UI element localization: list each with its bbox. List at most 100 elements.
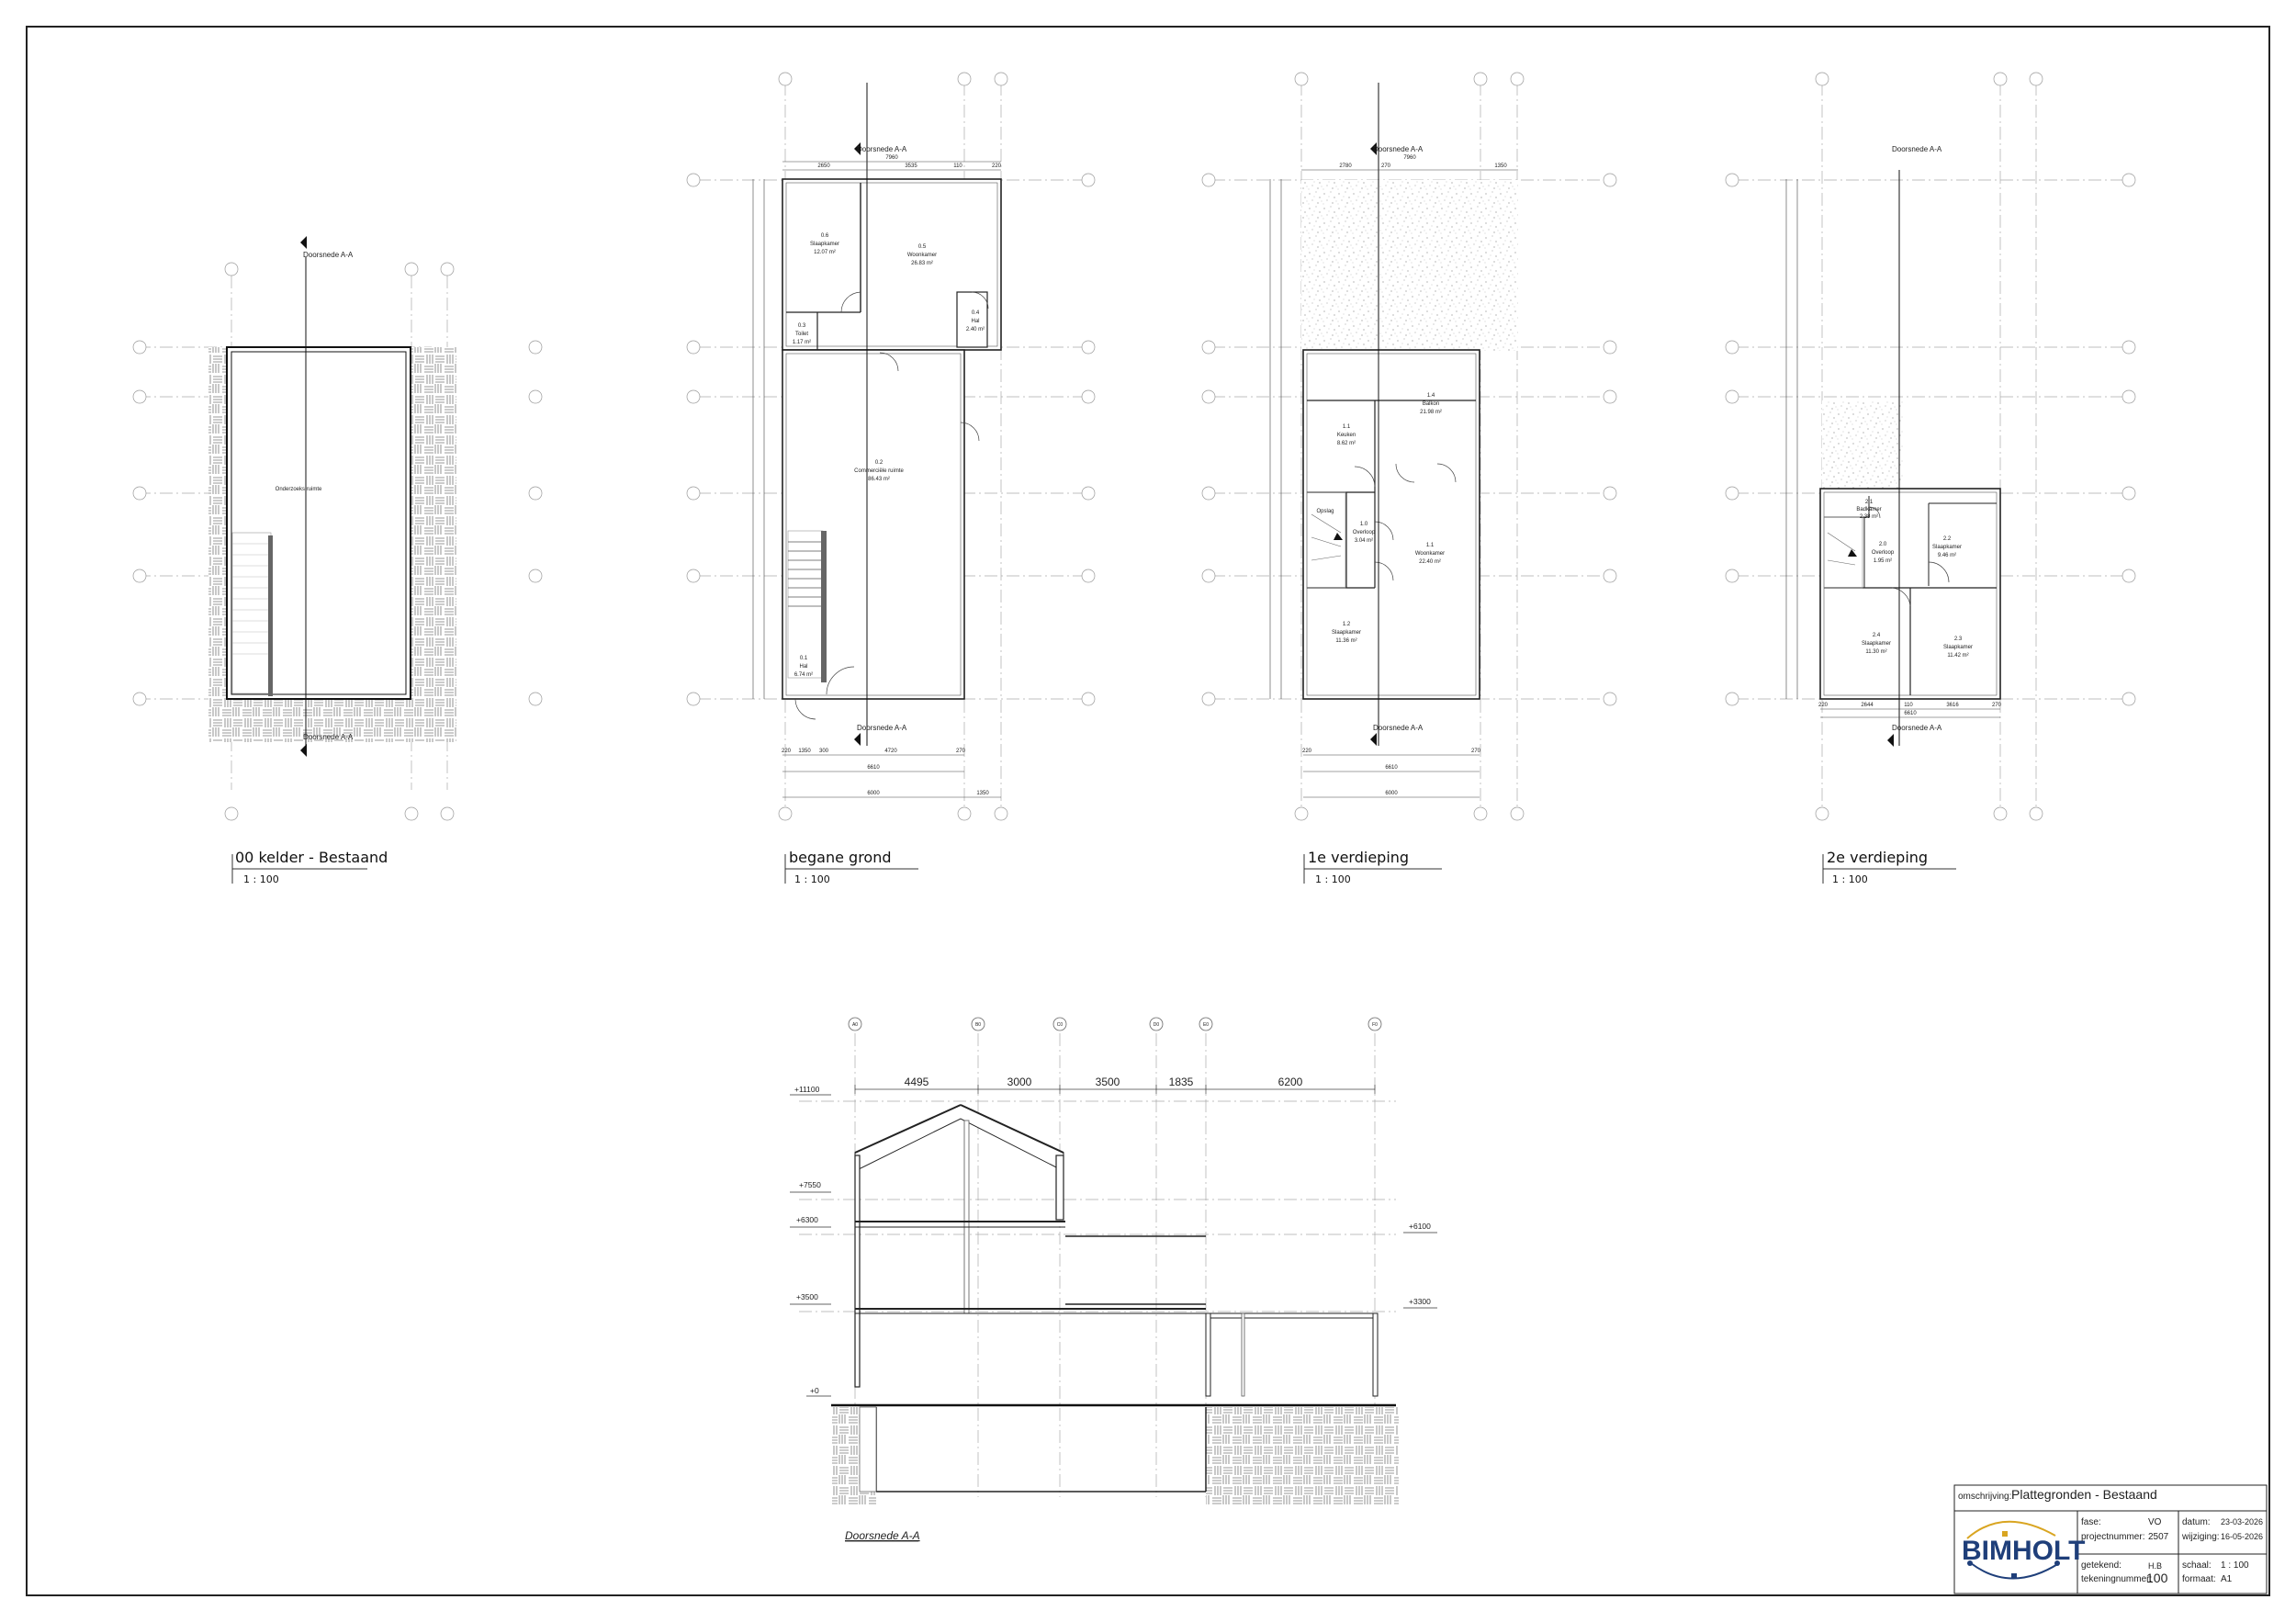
tb-projectnummer: 2507 — [2148, 1532, 2169, 1542]
grid-label: A0 — [852, 1022, 858, 1028]
section-marker-label: Doorsnede A-A — [1892, 724, 1942, 732]
plan-scale-2e-verdieping: 1 : 100 — [1832, 873, 1868, 885]
section-marker-label: Doorsnede A-A — [1373, 724, 1424, 732]
room-id: 2.4 — [1873, 633, 1881, 638]
dim-label: 270 — [956, 749, 966, 754]
room-id: 0.5 — [918, 244, 927, 250]
plan-scale-begane-grond: 1 : 100 — [794, 873, 830, 885]
tb-formaat-label: formaat: — [2182, 1574, 2216, 1584]
section-dim: 1835 — [1169, 1076, 1194, 1088]
tb-wijziging-label: wijziging: — [2182, 1532, 2220, 1542]
level-label: +6100 — [1409, 1222, 1431, 1231]
plan-title-begane-grond: begane grond — [789, 849, 892, 866]
section-marker-label: Doorsnede A-A — [857, 724, 907, 732]
room-name: Commerciële ruimte — [854, 468, 904, 474]
plan-scale-kelder: 1 : 100 — [243, 873, 279, 885]
dim-label: 270 — [1471, 749, 1481, 754]
dim-label: 300 — [819, 749, 829, 754]
dim-label: 1350 — [1494, 163, 1507, 169]
tb-getekend: H.B — [2148, 1561, 2163, 1571]
tb-datum-label: datum: — [2182, 1517, 2211, 1527]
level-label: +0 — [810, 1386, 819, 1395]
room-name: Slaapkamer — [1932, 545, 1962, 550]
section-marker-label: Doorsnede A-A — [857, 145, 907, 153]
tb-schaal-label: schaal: — [2182, 1560, 2212, 1571]
room-area: 22.40 m² — [1419, 559, 1441, 565]
plan-title-kelder: 00 kelder - Bestaand — [235, 849, 388, 866]
tb-tekeningnummer: 100 — [2146, 1571, 2168, 1585]
level-label: +3300 — [1409, 1297, 1431, 1306]
room-name: Hal — [799, 664, 807, 670]
plan-begane-grond: Doorsnede A-A Doorsnede A-A 0.6 Slaapkam… — [686, 72, 1096, 821]
room-area: 8.62 m² — [1337, 441, 1356, 446]
bimholt-logo: BIMHOLT — [1962, 1520, 2085, 1580]
dim-label: 2650 — [817, 163, 830, 169]
section-dim: 3000 — [1007, 1076, 1032, 1088]
section-dim: 6200 — [1278, 1076, 1303, 1088]
room-area: 11.42 m² — [1947, 653, 1968, 659]
dim-label: 220 — [782, 749, 792, 754]
section-dim: 4495 — [905, 1076, 929, 1088]
tb-datum: 23-03-2026 — [2221, 1517, 2264, 1526]
dim-label: 270 — [1381, 163, 1391, 169]
dim-label: 6610 — [1385, 765, 1398, 771]
room-name: Hal — [971, 319, 979, 324]
plan-title-underlines — [231, 854, 1956, 884]
room-name: Slaapkamer — [810, 242, 839, 247]
room-id: 0.4 — [972, 310, 980, 316]
tb-fase-label: fase: — [2081, 1517, 2101, 1527]
room-area: 86.43 m² — [868, 477, 890, 482]
room-id: 0.1 — [800, 656, 808, 661]
dim-label: 1350 — [976, 791, 989, 796]
section-marker-label: Doorsnede A-A — [1892, 145, 1942, 153]
dim-label: 220 — [1818, 703, 1829, 708]
dim-label: 7960 — [885, 155, 898, 161]
room-area: 21.98 m² — [1420, 410, 1442, 415]
room-id: 0.3 — [798, 323, 806, 329]
tb-fase: VO — [2148, 1517, 2162, 1527]
room-name: Badkamer — [1856, 507, 1881, 513]
room-name: Woonkamer — [1415, 551, 1445, 557]
dim-label: 6610 — [1904, 711, 1917, 716]
dim-label: 1350 — [798, 749, 811, 754]
dim-label: 110 — [1904, 703, 1913, 708]
room-name: Opslag — [1316, 509, 1334, 514]
sheet-border — [26, 26, 2270, 1596]
section-marker-label: Doorsnede A-A — [1373, 145, 1424, 153]
dim-label: 6610 — [867, 765, 880, 771]
dim-label: 270 — [1992, 703, 2002, 708]
tb-getekend-label: getekend: — [2081, 1560, 2122, 1571]
section-title: Doorsnede A-A — [845, 1529, 920, 1542]
room-id: 2.3 — [1954, 636, 1963, 642]
dim-label: 7960 — [1403, 155, 1416, 161]
room-id: 2.1 — [1865, 500, 1874, 505]
room-area: 9.46 m² — [1938, 553, 1956, 558]
tb-formaat: A1 — [2221, 1574, 2233, 1584]
room-area: 2.38 m² — [1860, 514, 1878, 520]
room-name: Slaapkamer — [1332, 630, 1361, 636]
dim-label: 220 — [1302, 749, 1312, 754]
room-area: 3.04 m² — [1355, 538, 1373, 544]
room-id: 0.6 — [821, 233, 829, 239]
room-id: 2.0 — [1879, 542, 1887, 547]
dim-label: 6000 — [1385, 791, 1398, 796]
title-block-frame — [1953, 1484, 2268, 1594]
plan-title-1e-verdieping: 1e verdieping — [1308, 849, 1410, 866]
plan-1e-verdieping: Doorsnede A-A Doorsnede A-A 1.4 Balkon 2… — [1201, 72, 1617, 821]
room-id: 2.2 — [1943, 536, 1952, 542]
dim-label: 3535 — [905, 163, 917, 169]
tb-projectnummer-label: projectnummer: — [2081, 1532, 2145, 1542]
grid-label: F0 — [1372, 1022, 1378, 1028]
room-area: 1.95 m² — [1874, 558, 1892, 564]
room-id: 0.2 — [875, 460, 884, 466]
level-label: +3500 — [796, 1292, 818, 1301]
room-name: Slaapkamer — [1862, 641, 1891, 647]
room-id: 1.4 — [1427, 393, 1435, 399]
level-label: +11100 — [794, 1085, 820, 1094]
plan-kelder: Doorsnede A-A Doorsnede A-A Onderzoeks r… — [132, 236, 543, 821]
room-name: Slaapkamer — [1943, 645, 1973, 650]
room-area: 11.36 m² — [1335, 638, 1356, 644]
room-name: Toilet — [795, 332, 808, 337]
room-name: Keuken — [1337, 433, 1356, 438]
